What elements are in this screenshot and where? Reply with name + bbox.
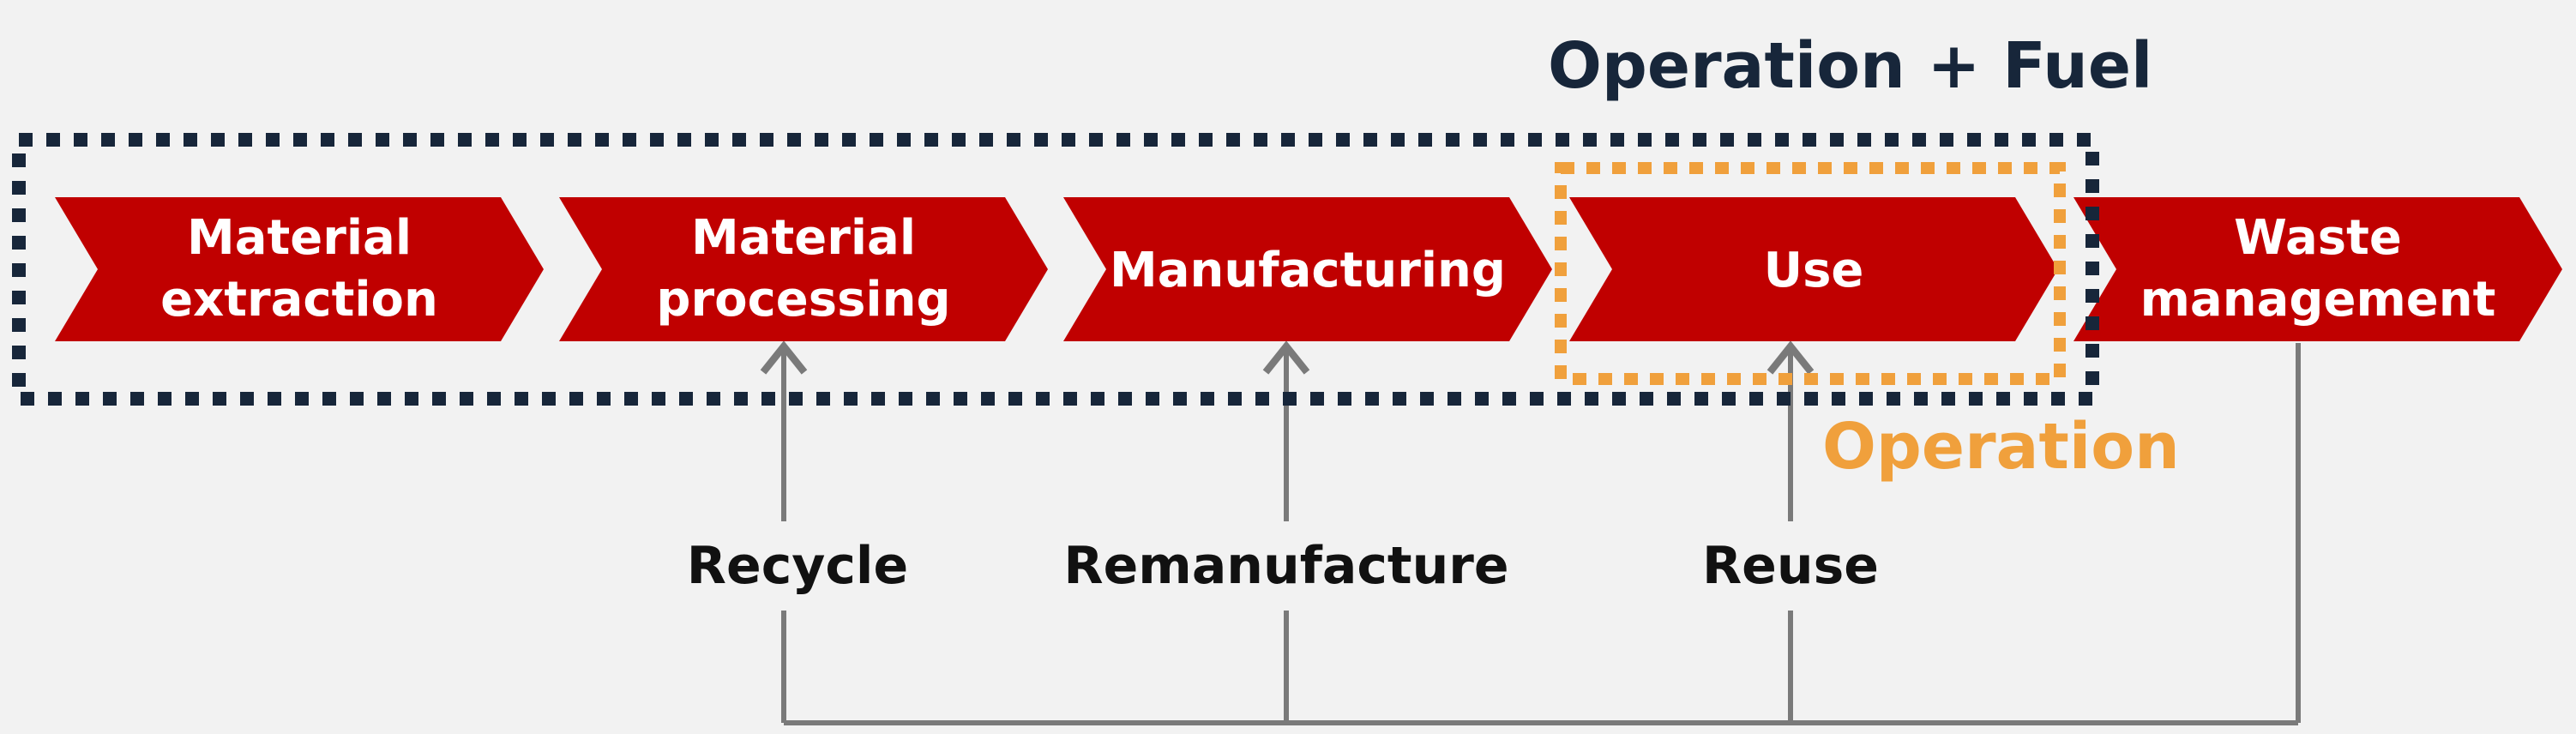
stage-chevron-manufacturing <box>1063 197 1552 341</box>
stage-labels: Material extraction Material processing … <box>160 210 2495 328</box>
stage-label-material-extraction: extraction <box>160 272 438 328</box>
loop-label-reuse: Reuse <box>1702 536 1879 596</box>
stage-chevrons <box>55 197 2562 341</box>
loop-label-remanufacture: Remanufacture <box>1063 536 1508 596</box>
loop-label-recycle: Recycle <box>687 536 908 596</box>
operation-boundary-box <box>1555 162 2066 385</box>
operation-fuel-boundary-box <box>12 133 2099 406</box>
operation-title: Operation <box>1822 410 2180 484</box>
stage-chevron-material-extraction <box>55 197 544 341</box>
loop-labels: Recycle Remanufacture Reuse <box>687 536 1879 596</box>
stage-label-waste-management: management <box>2140 272 2496 328</box>
operation-fuel-title: Operation + Fuel <box>1548 29 2152 103</box>
stage-label-use: Use <box>1764 243 1864 298</box>
return-loop-connectors <box>760 340 2301 725</box>
stage-chevron-waste-management <box>2073 197 2562 341</box>
stage-label-material-processing: Material <box>691 210 916 266</box>
stage-label-manufacturing: Manufacturing <box>1110 243 1506 298</box>
stage-label-waste-management: Waste <box>2234 210 2402 266</box>
stage-chevron-material-processing <box>559 197 1048 341</box>
stage-chevron-use <box>1569 197 2058 341</box>
stage-label-material-extraction: Material <box>187 210 412 266</box>
stage-label-material-processing: processing <box>656 272 950 328</box>
